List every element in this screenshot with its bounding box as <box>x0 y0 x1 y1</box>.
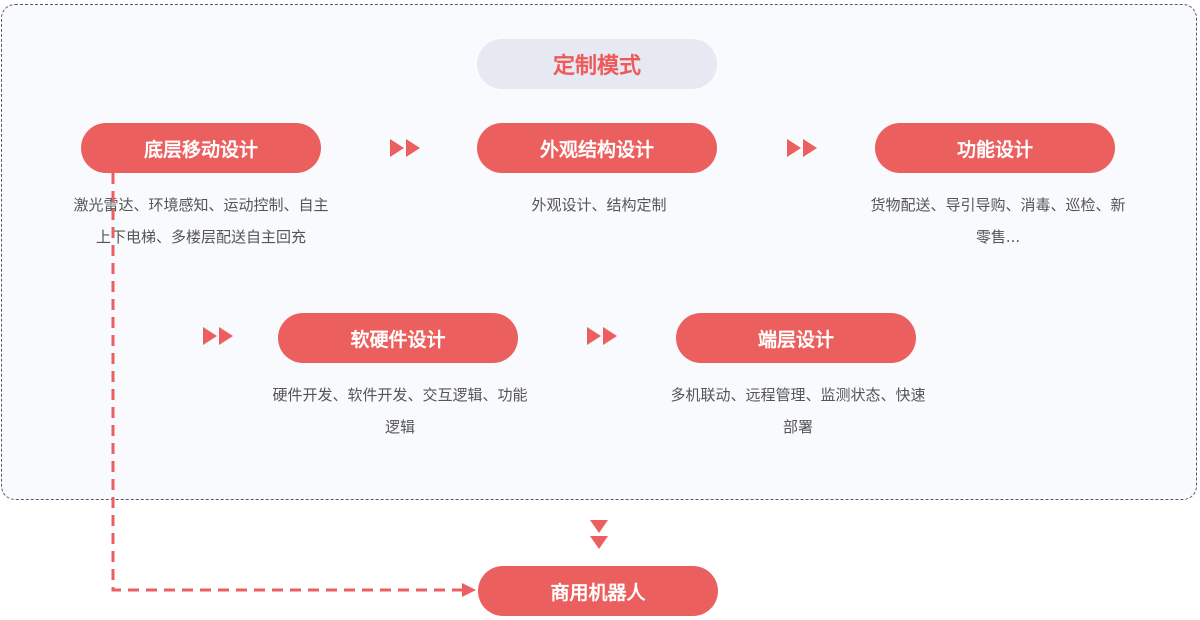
step-hardware-software-design: 软硬件设计 <box>278 313 518 363</box>
double-chevron-down-icon <box>590 520 608 549</box>
connector-arrowhead-icon <box>462 583 476 597</box>
step-chassis-desc-line-2: 上下电梯、多楼层配送自主回充 <box>95 228 306 246</box>
step-chassis-design: 底层移动设计 <box>81 123 321 173</box>
step-terminal-desc: 多机联动、远程管理、监测状态、快速 部署 <box>648 379 948 443</box>
step-hw-sw-desc-line-2: 逻辑 <box>384 418 415 436</box>
step-terminal-desc-line-2: 部署 <box>782 418 813 436</box>
step-terminal-design: 端层设计 <box>676 313 916 363</box>
result-commercial-robot: 商用机器人 <box>478 566 718 616</box>
double-chevron-right-icon <box>203 327 233 345</box>
step-function-desc: 货物配送、导引导购、消毒、巡检、新 零售... <box>848 189 1148 253</box>
step-function-desc-line-1: 货物配送、导引导购、消毒、巡检、新 <box>870 196 1126 214</box>
step-exterior-desc-line-1: 外观设计、结构定制 <box>531 196 667 214</box>
step-exterior-design: 外观结构设计 <box>477 123 717 173</box>
step-chassis-desc-line-1: 激光雷达、环境感知、运动控制、自主 <box>73 196 329 214</box>
double-chevron-right-icon <box>787 139 817 157</box>
step-hardware-software-desc: 硬件开发、软件开发、交互逻辑、功能 逻辑 <box>250 379 550 443</box>
step-hw-sw-desc-line-1: 硬件开发、软件开发、交互逻辑、功能 <box>272 386 528 404</box>
step-exterior-desc: 外观设计、结构定制 <box>449 189 749 221</box>
step-terminal-desc-line-1: 多机联动、远程管理、监测状态、快速 <box>670 386 926 404</box>
step-function-design: 功能设计 <box>875 123 1115 173</box>
mode-title: 定制模式 <box>477 39 717 89</box>
double-chevron-right-icon <box>390 139 420 157</box>
step-chassis-desc: 激光雷达、环境感知、运动控制、自主 上下电梯、多楼层配送自主回充 <box>51 189 351 253</box>
double-chevron-right-icon <box>587 327 617 345</box>
step-function-desc-line-2: 零售... <box>975 228 1021 246</box>
